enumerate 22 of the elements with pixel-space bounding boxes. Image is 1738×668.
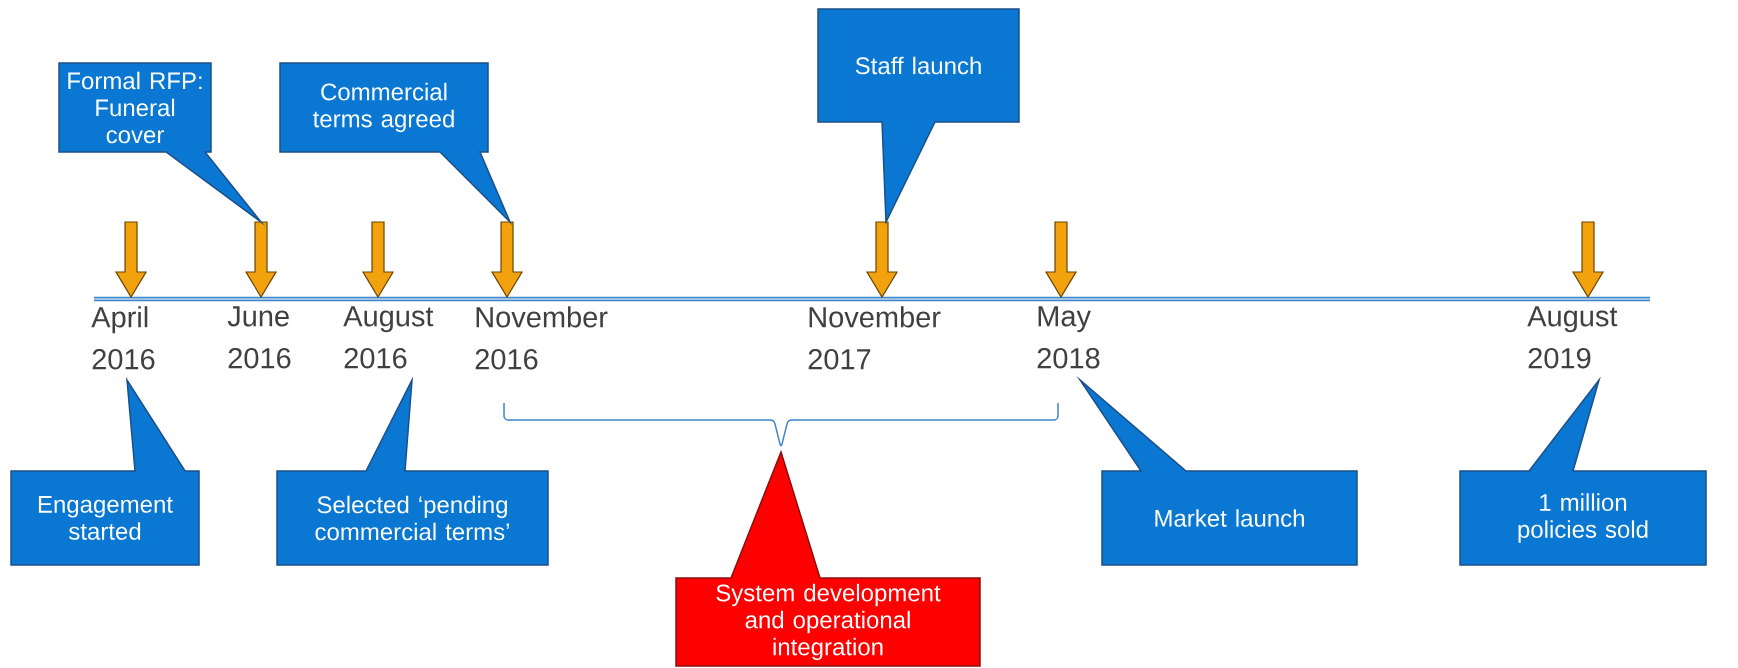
marker-arrow [1571, 221, 1605, 299]
marker-arrow [361, 221, 395, 299]
marker-arrow [865, 221, 899, 299]
date-label: November 2017 [808, 306, 941, 370]
callout-box: Market launch [1076, 375, 1358, 566]
callout-box: Staff launch [817, 8, 1020, 225]
date-label: April 2016 [91, 306, 155, 370]
callout-box: 1 million policies sold [1459, 376, 1707, 566]
marker-arrow [244, 221, 278, 299]
date-label: May 2018 [1037, 306, 1100, 369]
marker-arrow [114, 221, 148, 299]
marker-arrow [1044, 221, 1078, 299]
callout-box: Commercial terms agreed [279, 62, 513, 226]
date-label: June 2016 [227, 306, 291, 369]
callout-box: System development and operational integration [675, 449, 981, 667]
callout-box: Engagement started [10, 377, 200, 566]
date-label: August 2016 [343, 306, 434, 369]
callout-box: Formal RFP: Funeral cover [58, 62, 266, 226]
date-label: August 2019 [1527, 306, 1618, 369]
marker-arrow [490, 221, 524, 299]
date-label: November 2016 [475, 306, 608, 370]
callout-box: Selected ‘pending commercial terms’ [276, 376, 549, 566]
